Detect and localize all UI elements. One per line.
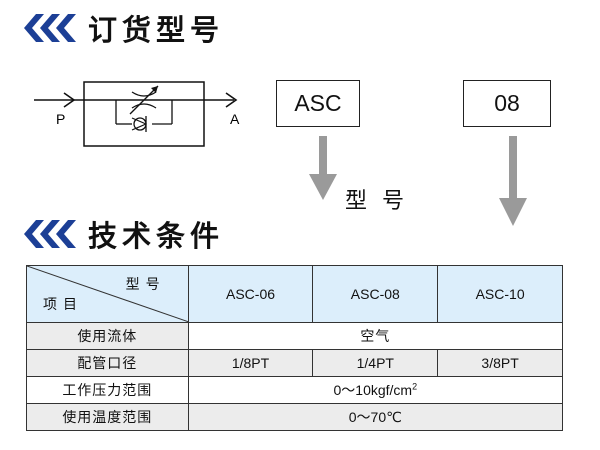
row-label: 工作压力范围 xyxy=(26,376,189,404)
column-header: ASC-06 xyxy=(187,265,314,323)
model-series-box: ASC xyxy=(276,80,360,127)
table-corner-cell: 型号 项目 xyxy=(26,265,189,323)
pressure-unit-superscript: 2 xyxy=(412,381,418,392)
flow-control-valve-symbol: P A xyxy=(34,81,240,147)
column-header: ASC-10 xyxy=(437,265,563,323)
merged-value: 0～10kgf/cm2 xyxy=(187,376,564,404)
spec-section-title: 技术条件 xyxy=(88,219,225,253)
port-p-label: P xyxy=(56,111,65,127)
column-header: ASC-08 xyxy=(312,265,439,323)
cell-value: 3/8PT xyxy=(437,349,563,377)
spec-table: 型号 项目 ASC-06 ASC-08 ASC-10 使用流体 空气 配管口径 … xyxy=(26,265,564,431)
row-label: 配管口径 xyxy=(26,349,189,377)
pressure-range-value: 0～10kgf/cm xyxy=(333,382,413,398)
corner-model-label: 型号 xyxy=(125,277,166,293)
model-label: 型 号 xyxy=(345,189,408,214)
port-a-label: A xyxy=(230,111,240,127)
merged-value: 0～70℃ xyxy=(187,403,564,431)
cell-value: 1/8PT xyxy=(187,349,314,377)
triple-chevron-icon xyxy=(24,14,76,42)
merged-value: 空气 xyxy=(187,322,564,350)
spec-section-header: 技术条件 xyxy=(22,214,224,254)
corner-item-label: 项目 xyxy=(43,297,83,313)
table-row: 使用流体 空气 xyxy=(26,322,564,350)
table-row: 使用温度范围 0～70℃ xyxy=(26,403,564,431)
order-section-title: 订货型号 xyxy=(88,13,225,47)
table-row: 配管口径 1/8PT 1/4PT 3/8PT xyxy=(26,349,563,377)
down-arrow-icon xyxy=(309,136,337,200)
port-size-box: 08 xyxy=(463,80,551,127)
row-label: 使用温度范围 xyxy=(26,403,189,431)
table-row: 工作压力范围 0～10kgf/cm2 xyxy=(26,376,564,404)
cell-value: 1/4PT xyxy=(312,349,439,377)
order-section-header: 订货型号 xyxy=(22,8,224,48)
triple-chevron-icon xyxy=(24,220,76,248)
row-label: 使用流体 xyxy=(26,322,189,350)
down-arrow-icon xyxy=(499,136,527,226)
